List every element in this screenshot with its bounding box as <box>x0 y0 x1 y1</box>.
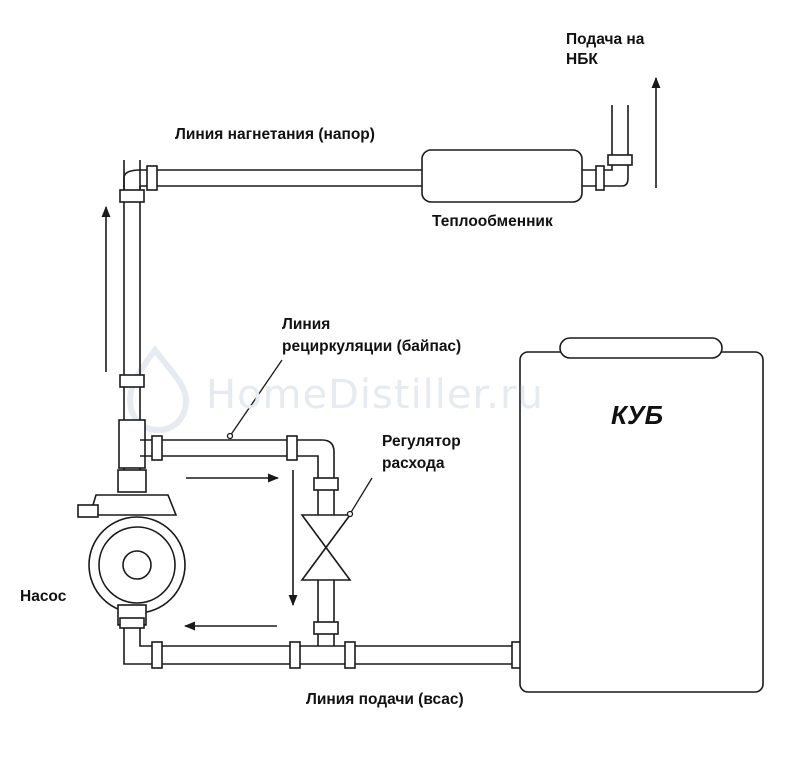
bypass-top-pipe <box>140 439 335 480</box>
label-supply-nbk-2: НБК <box>566 51 598 68</box>
watermark-text: HomeDistiller.ru <box>206 372 544 418</box>
label-supply-nbk-1: Подача на <box>566 31 645 48</box>
label-heat-exchanger: Теплообменник <box>432 213 553 230</box>
pressure-riser-pipe <box>123 160 141 470</box>
label-pump: Насос <box>20 588 67 605</box>
flow-regulator-valve <box>300 514 352 581</box>
recirc-leader <box>229 359 283 437</box>
label-regulator-1: Регулятор <box>382 433 461 450</box>
label-kub: КУБ <box>611 400 663 430</box>
pressure-horizontal-pipe <box>140 169 422 187</box>
label-recirc-2: рециркуляции (байпас) <box>282 338 462 355</box>
regulator-leader <box>349 477 373 515</box>
heat-exchanger <box>421 149 583 203</box>
label-regulator-2: расхода <box>382 455 445 472</box>
pump <box>77 469 186 629</box>
watermark-drop-icon <box>126 345 190 434</box>
label-pressure-line: Линия нагнетания (напор) <box>175 126 375 143</box>
label-suction-line: Линия подачи (всас) <box>306 691 464 708</box>
label-recirc-1: Линия <box>282 316 331 333</box>
riser-elbow <box>123 169 141 192</box>
kub-lid <box>559 337 723 359</box>
